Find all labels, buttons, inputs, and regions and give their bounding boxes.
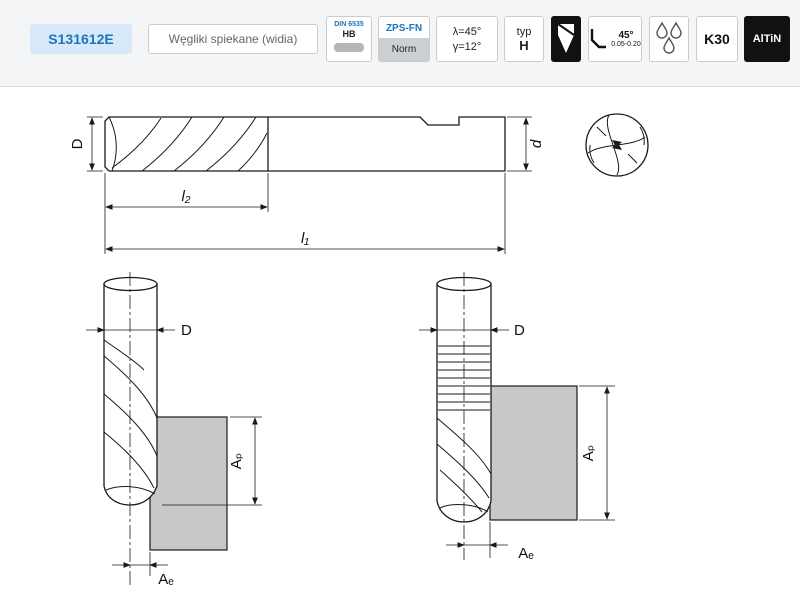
drill-glyph — [557, 23, 575, 53]
dim-radial-depth-label: Aₑ — [518, 545, 534, 562]
dim-radial-depth-label: Aₑ — [158, 571, 174, 588]
end-mill-end-view — [585, 113, 649, 177]
side-milling-diagram: D Aₚ Aₑ — [419, 272, 615, 562]
dim-flute-length-label: l₂ — [181, 188, 190, 205]
shank-norm-standard: DIN 6535 — [334, 21, 364, 28]
helix-angle-value: λ=45° — [452, 25, 482, 38]
slotting-diagram: D Aₚ Aₑ — [86, 272, 262, 588]
material-label: Węgliki spiekane (widia) — [148, 24, 318, 54]
shank-norm-box: DIN 6535 HB — [326, 16, 372, 62]
product-header: S131612E Węgliki spiekane (widia) DIN 65… — [0, 0, 800, 87]
dim-overall-length-label: l₁ — [301, 230, 309, 247]
geometry-box: λ=45° γ=12° — [436, 16, 498, 62]
dim-diameter-label: D — [69, 138, 86, 149]
dim-diameter-label: D — [514, 322, 525, 339]
technical-drawing: D l₂ l₁ d — [69, 113, 649, 588]
dim-diameter-label: D — [181, 322, 192, 339]
dim-axial-depth-label: Aₚ — [580, 445, 597, 461]
workpiece — [149, 416, 228, 551]
brand-label: ZPS-FN — [385, 23, 423, 34]
product-code-badge[interactable]: S131612E — [30, 24, 132, 54]
plain-shank-icon — [334, 43, 364, 52]
type-label: typ — [516, 25, 532, 38]
workpiece — [489, 385, 578, 521]
side-view-dimensions: D l₂ l₁ d — [69, 116, 545, 254]
rake-angle-value: γ=12° — [452, 40, 482, 53]
type-value: H — [519, 37, 529, 53]
shank-norm-type: HB — [342, 29, 356, 39]
chamfer-range: 0.05-0.20 — [611, 41, 641, 48]
coolant-drops-icon — [649, 16, 689, 62]
norm-label: Norm — [379, 38, 429, 61]
grade-badge: K30 — [696, 16, 738, 62]
center-cutting-icon — [551, 16, 581, 62]
end-mill-side-view — [104, 116, 506, 172]
corner-chamfer-box: 45° 0.05-0.20 — [588, 16, 642, 62]
manufacturer-box: ZPS-FN Norm — [378, 16, 430, 62]
coating-badge: AlTiN — [744, 16, 790, 62]
dim-axial-depth-label: Aₚ — [228, 453, 245, 469]
chamfer-angle: 45° — [618, 30, 634, 41]
chamfer-icon — [591, 29, 607, 49]
type-box: typ H — [504, 16, 544, 62]
dim-shank-diameter-label: d — [528, 139, 545, 148]
